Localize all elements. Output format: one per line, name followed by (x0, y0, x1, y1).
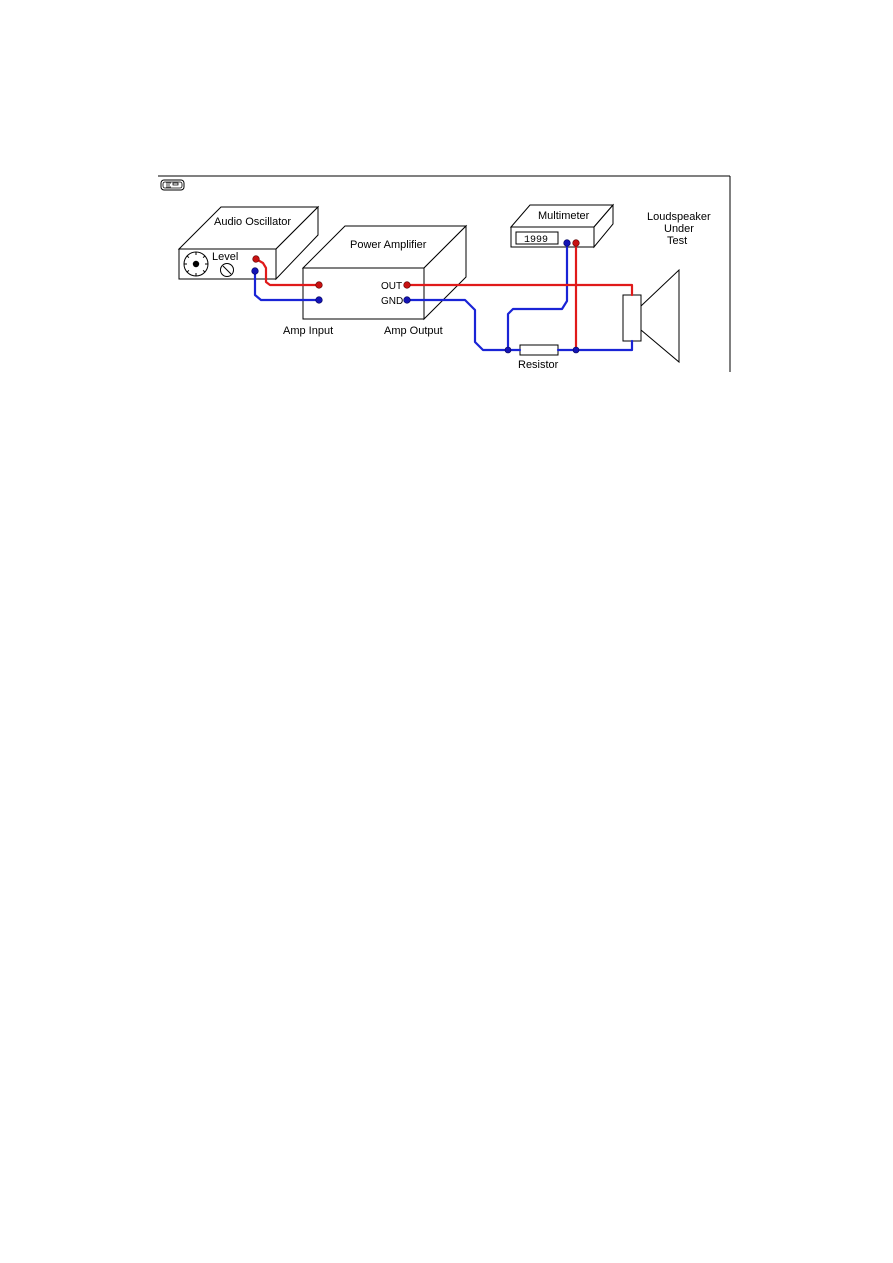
terminals (251, 239, 580, 354)
ground-wires (253, 241, 634, 352)
amplifier-title: Power Amplifier (350, 239, 427, 251)
multimeter-display (515, 231, 559, 245)
out-terminal-label: OUT (381, 281, 402, 292)
multimeter-title: Multimeter (538, 210, 590, 222)
loudspeaker-icon: Loudspeaker Under Test (622, 211, 711, 364)
speaker-title-line-2: Under (664, 223, 694, 235)
multimeter-reading: 1999 (524, 235, 548, 246)
amp-output-label: Amp Output (384, 325, 443, 337)
esp-logo (160, 179, 185, 191)
amp-input-ground-terminal[interactable] (315, 296, 323, 304)
resistor-icon (519, 344, 559, 356)
audio-oscillator: Audio Oscillator Level (177, 205, 320, 281)
multimeter: Multimeter 1999 (509, 203, 615, 249)
power-amplifier: Power Amplifier OUT GND (301, 224, 468, 321)
resistor-label: Resistor (518, 359, 559, 371)
resistor-right-junction (572, 346, 580, 354)
signal-wires (254, 241, 634, 352)
speaker-title-line-3: Test (667, 235, 687, 247)
speaker-title-line-1: Loudspeaker (647, 211, 711, 223)
level-knob-icon[interactable] (220, 263, 234, 277)
gnd-terminal-label: GND (381, 296, 403, 307)
multimeter-v-terminal[interactable] (572, 239, 580, 247)
amp-gnd-terminal[interactable] (403, 296, 411, 304)
diagram-frame (158, 175, 731, 372)
amp-input-terminal[interactable] (315, 281, 323, 289)
oscillator-output-terminal[interactable] (252, 255, 260, 263)
amp-input-label: Amp Input (283, 325, 333, 337)
level-label: Level (212, 251, 238, 263)
oscillator-title: Audio Oscillator (214, 216, 291, 228)
amp-out-terminal[interactable] (403, 281, 411, 289)
multimeter-com-terminal[interactable] (563, 239, 571, 247)
frequency-dial-icon[interactable] (183, 251, 209, 277)
resistor-left-junction (504, 346, 512, 354)
oscillator-ground-terminal[interactable] (251, 267, 259, 275)
